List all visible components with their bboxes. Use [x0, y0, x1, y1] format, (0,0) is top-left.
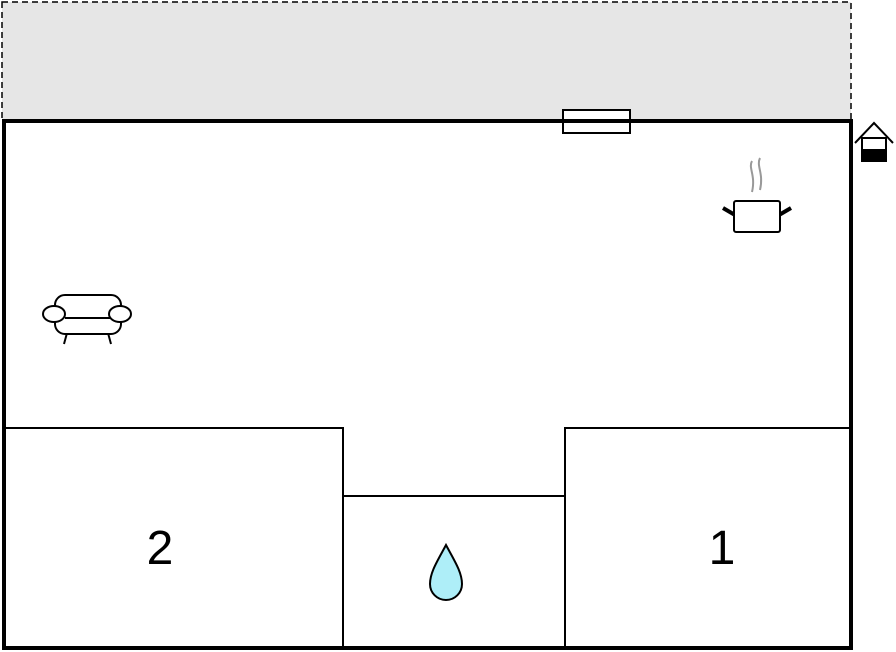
room-label-2: 2: [147, 522, 174, 575]
house-entrance-icon: [854, 121, 894, 162]
cooking-pot-icon: [721, 157, 793, 233]
room-label-1: 1: [709, 522, 736, 575]
outer-wall: [2, 119, 853, 650]
terrace: [1, 1, 852, 122]
water-drop-icon: [428, 542, 464, 601]
sofa-icon: [42, 294, 132, 345]
outer-wall-outline: [2, 119, 853, 650]
